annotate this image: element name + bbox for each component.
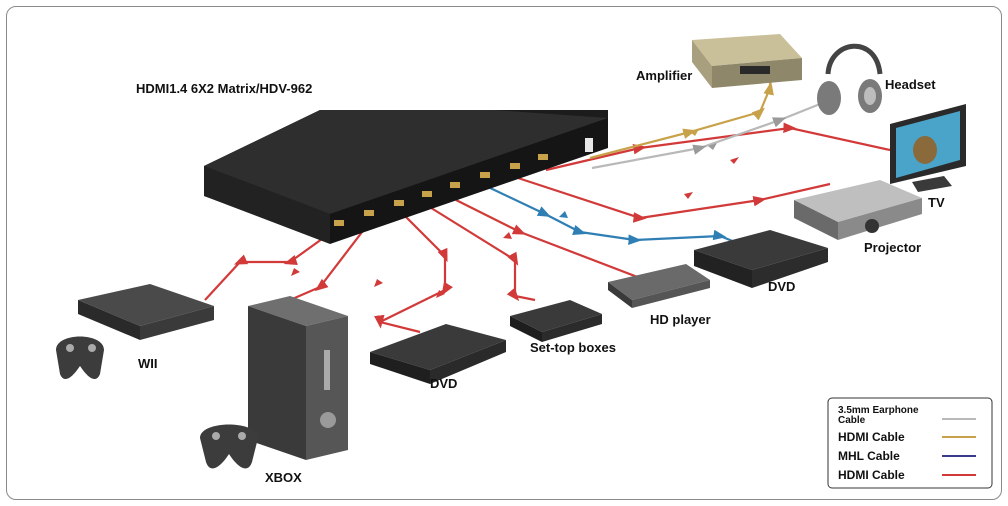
amplifier-label: Amplifier <box>636 68 692 83</box>
dvd-right-device <box>694 230 828 288</box>
legend: 3.5mm Earphone Cable HDMI Cable MHL Cabl… <box>827 397 993 489</box>
xbox-device <box>248 296 348 460</box>
legend-item-2-label: HDMI Cable <box>838 430 905 444</box>
set-top-boxes-label: Set-top boxes <box>530 340 616 355</box>
matrix-switch <box>204 110 608 244</box>
port-in-6 <box>480 172 490 178</box>
arrow-wii <box>291 268 300 276</box>
legend-item-1-label-b: Cable <box>838 415 866 426</box>
dvd-left-device <box>370 324 506 384</box>
arrow-tv <box>730 157 739 164</box>
legend-item-3-label: MHL Cable <box>838 449 900 463</box>
legend-item-4-label: HDMI Cable <box>838 468 905 482</box>
tv-label: TV <box>928 195 945 210</box>
headset-device <box>817 43 883 115</box>
dvd-right-label: DVD <box>768 279 795 294</box>
arrow-amplifier <box>690 129 699 136</box>
cables <box>204 81 891 334</box>
port-in-5 <box>450 182 460 188</box>
hd-player-label: HD player <box>650 312 711 327</box>
projector-label: Projector <box>864 240 921 255</box>
cable-amplifier <box>589 81 774 160</box>
port-in-1 <box>334 220 344 226</box>
arrow-xbox <box>374 279 383 287</box>
legend-item-1-label-a: 3.5mm Earphone <box>838 405 919 416</box>
port-out-1 <box>510 163 520 169</box>
cable-settop <box>427 205 536 302</box>
arrow-projector <box>684 192 693 199</box>
tv-device <box>890 104 966 192</box>
port-in-3 <box>394 200 404 206</box>
cable-dvd-left <box>374 212 453 334</box>
dvd-left-label: DVD <box>430 376 457 391</box>
amplifier-device <box>692 34 802 88</box>
power-switch <box>585 138 593 152</box>
xbox-label: XBOX <box>265 470 302 485</box>
arrow-settop <box>503 232 512 239</box>
port-in-2 <box>364 210 374 216</box>
cable-xbox <box>289 218 373 302</box>
wii-device <box>78 284 214 340</box>
set-top-box-device <box>510 300 602 342</box>
cable-projector <box>517 176 831 223</box>
port-in-4 <box>422 191 432 197</box>
arrow-dvd-left <box>436 290 445 298</box>
arrow-mhl <box>559 211 568 218</box>
headset-label: Headset <box>885 77 936 92</box>
matrix-title: HDMI1.4 6X2 Matrix/HDV-962 <box>136 81 312 96</box>
cable-wii <box>204 225 341 301</box>
hd-player-device <box>608 264 710 308</box>
cable-headset <box>591 100 826 170</box>
arrow-headset <box>708 143 717 150</box>
cable-hdplayer <box>455 199 641 280</box>
cable-arrows <box>291 129 739 298</box>
xbox-controller <box>200 424 258 469</box>
wii-label: WII <box>138 356 158 371</box>
cable-mhl <box>485 185 741 246</box>
port-out-2 <box>538 154 548 160</box>
wii-controller <box>56 336 104 380</box>
projector-device <box>794 180 922 240</box>
